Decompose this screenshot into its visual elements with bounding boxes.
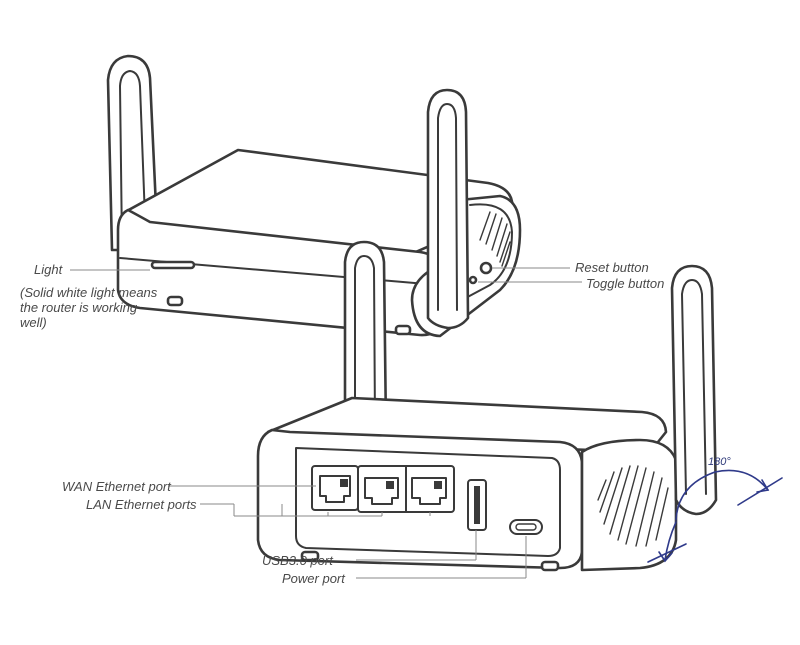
light-label: Light — [34, 262, 63, 277]
top-router-vents — [479, 211, 511, 267]
light-note: (Solid white light means the router is w… — [20, 285, 158, 330]
wan-port-label: WAN Ethernet port — [62, 479, 171, 494]
usb-port-label: USB3.0 port — [262, 553, 333, 568]
reset-button — [479, 261, 493, 275]
lan-ports — [357, 465, 455, 513]
rotation-indicator — [647, 469, 783, 563]
reset-button-label: Reset button — [575, 260, 649, 275]
light-indicator — [150, 260, 196, 270]
bottom-right-antenna — [670, 264, 718, 516]
lan-ports-label: LAN Ethernet ports — [86, 497, 197, 512]
usb-port — [467, 479, 487, 531]
bottom-router-side-panel — [580, 438, 678, 572]
rotation-angle-label: 180° — [708, 456, 731, 468]
power-port-label: Power port — [282, 571, 345, 586]
bottom-router — [256, 240, 718, 572]
toggle-button-label: Toggle button — [586, 276, 665, 291]
leader-lines — [70, 267, 582, 579]
bottom-router-vents — [597, 465, 669, 547]
toggle-button — [468, 275, 478, 285]
power-port — [509, 519, 543, 535]
top-right-antenna — [426, 88, 470, 330]
top-router — [106, 54, 522, 338]
